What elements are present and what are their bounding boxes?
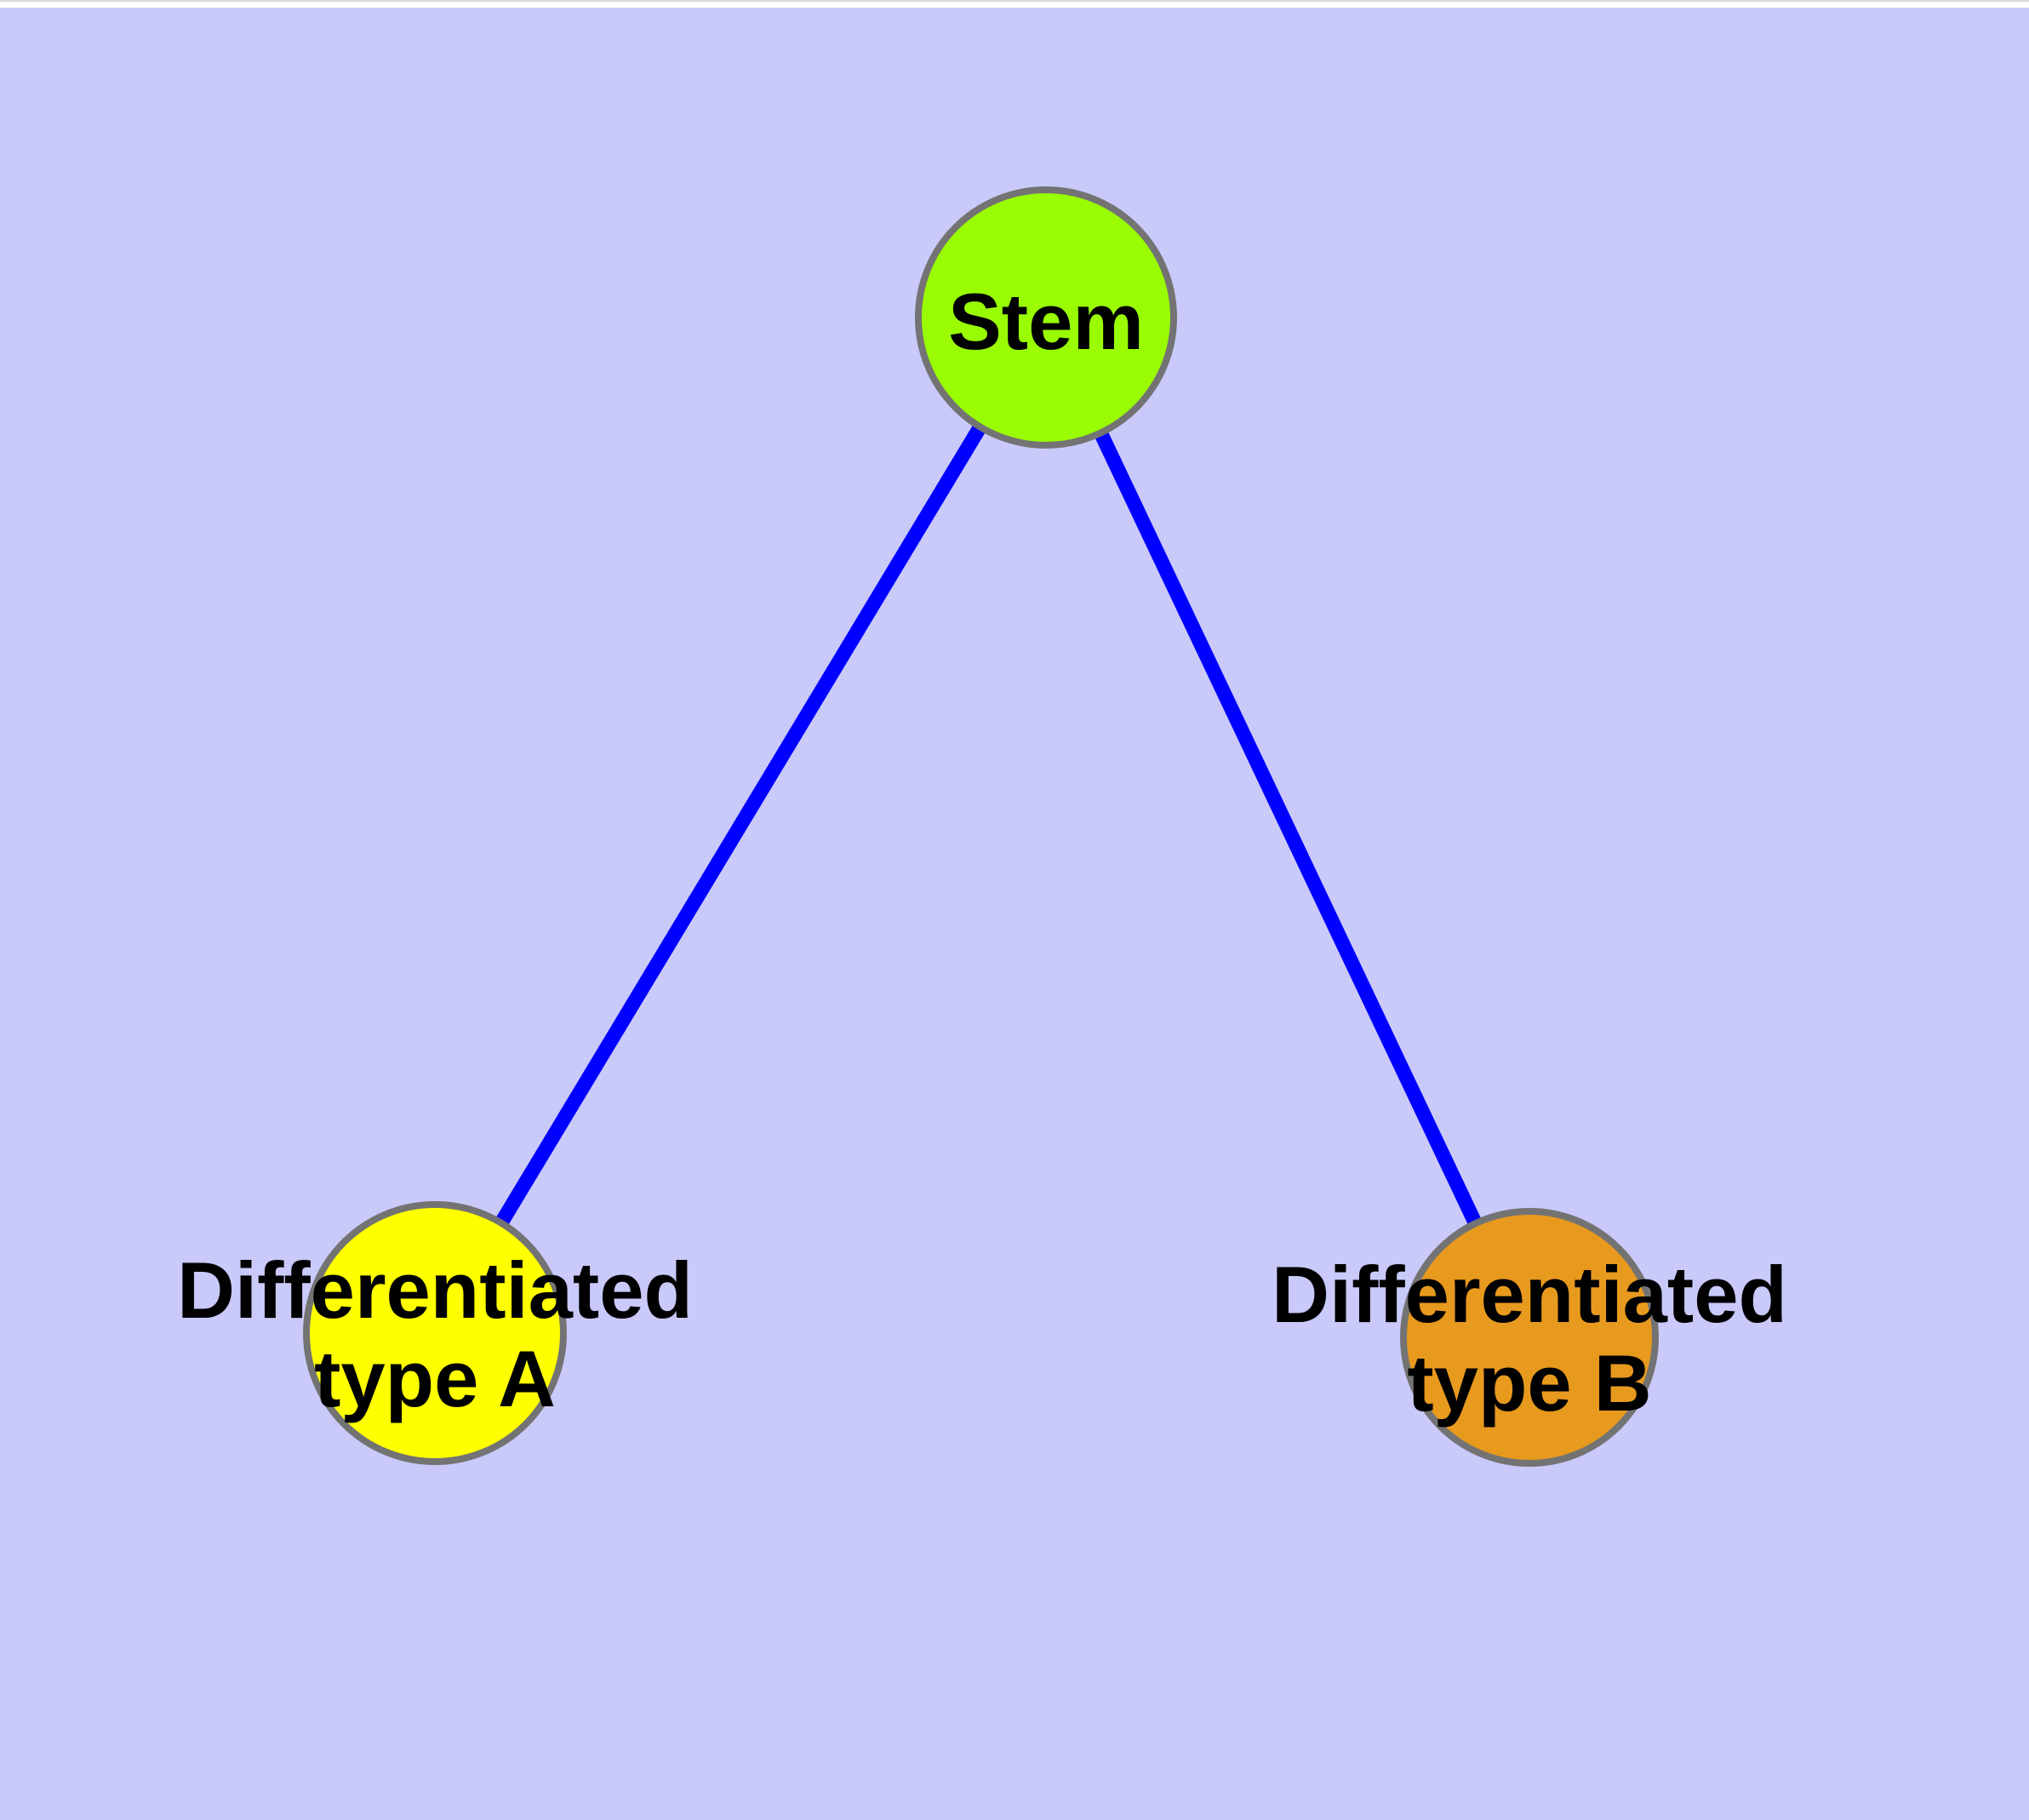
- graph-plot-canvas: Stem Differentiated type A Differentiate…: [0, 8, 2029, 1820]
- node-type-b-label-line1: Differentiated: [1272, 1250, 1787, 1339]
- node-type-a-circle: [303, 1201, 567, 1465]
- edge-stem-to-type-a: [428, 313, 1053, 1337]
- node-stem-circle: [915, 186, 1177, 449]
- edge-stem-to-type-b: [1039, 314, 1536, 1341]
- node-type-a-label-line2: type A: [314, 1334, 556, 1423]
- node-stem-label: Stem: [948, 277, 1144, 366]
- graph-diagram: Stem Differentiated type A Differentiate…: [0, 8, 2029, 1820]
- node-type-a-label-line1: Differentiated: [177, 1245, 693, 1335]
- window-top-strip: [0, 0, 2029, 8]
- node-type-b-label-line2: type B: [1407, 1338, 1651, 1428]
- node-type-b-circle: [1400, 1208, 1659, 1467]
